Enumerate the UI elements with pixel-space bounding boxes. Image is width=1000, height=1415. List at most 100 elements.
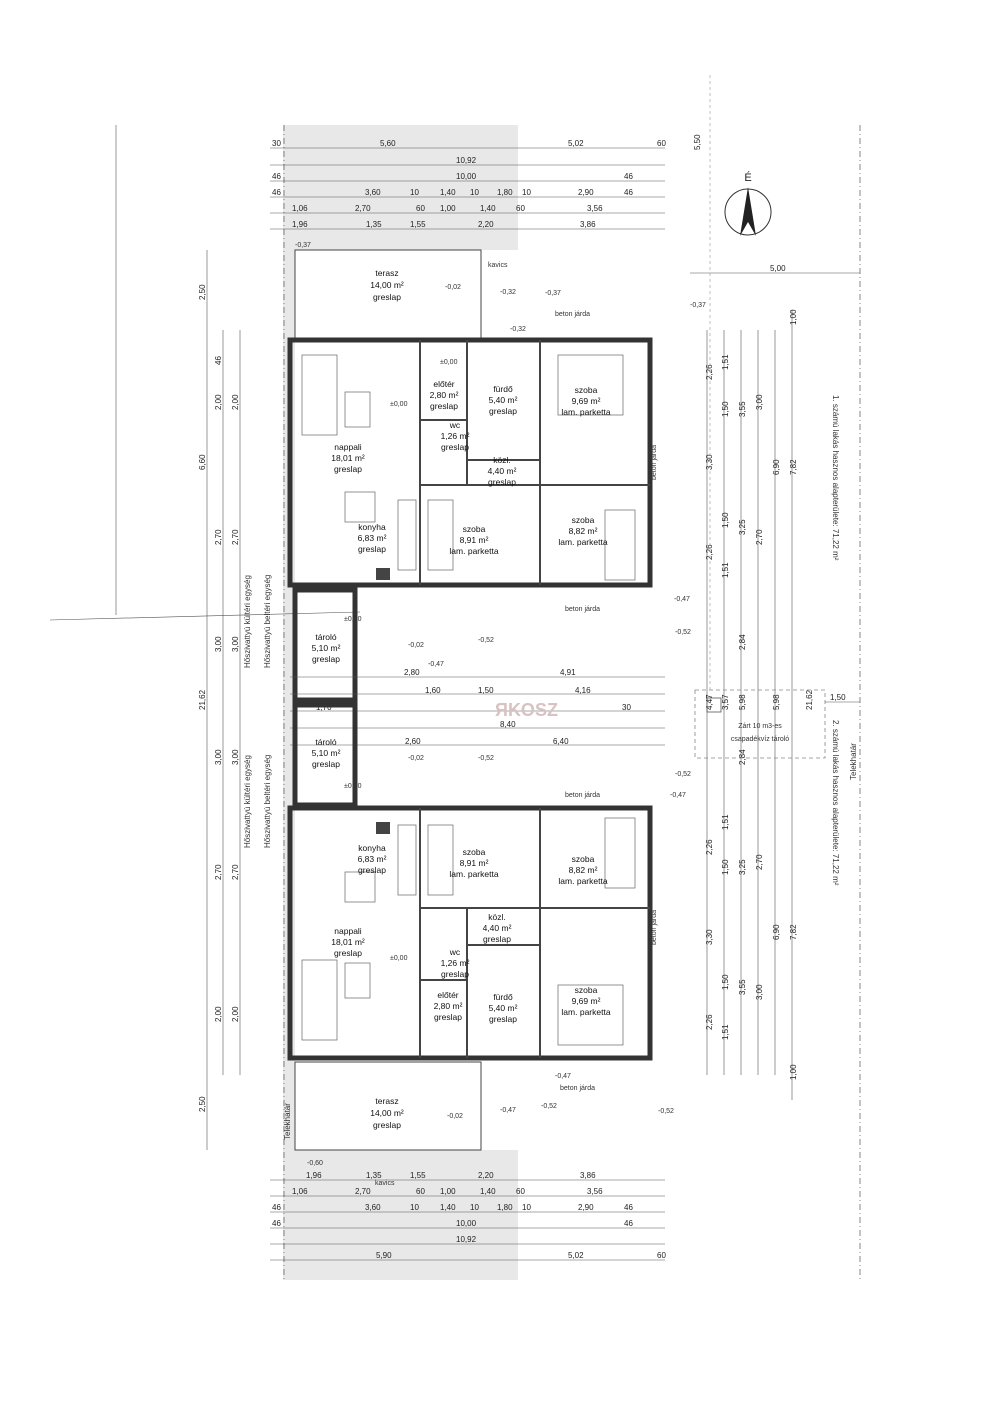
room-terasz: terasz 14,00 m² greslap (370, 268, 404, 302)
svg-text:-0,47: -0,47 (500, 1107, 516, 1114)
svg-text:7,82: 7,82 (789, 924, 798, 940)
svg-text:5,98: 5,98 (738, 694, 747, 710)
svg-text:1,50: 1,50 (721, 859, 730, 875)
svg-text:lam. parketta: lam. parketta (558, 537, 607, 547)
bottom-dimensions: 1,96 1,35 1,55 2,20 3,86 1,06 2,70 60 1,… (270, 1171, 666, 1261)
svg-text:1,06: 1,06 (292, 204, 308, 213)
svg-text:46: 46 (272, 188, 281, 197)
left-dimensions: 2,50 6,60 21,62 2,50 46 2,00 2,70 3,00 3… (198, 250, 241, 1150)
room-tarolo: tároló 5,10 m² greslap (312, 632, 341, 664)
svg-text:1,06: 1,06 (292, 1187, 308, 1196)
svg-text:3,30: 3,30 (705, 454, 714, 470)
svg-text:5,10 m²: 5,10 m² (312, 643, 341, 653)
svg-text:3,00: 3,00 (214, 636, 223, 652)
heat-pump-outdoor-1: Hőszivattyú kültéri egység (243, 575, 252, 668)
svg-text:kavics: kavics (488, 262, 508, 269)
svg-text:60: 60 (657, 139, 666, 148)
svg-text:greslap: greslap (489, 406, 517, 416)
svg-text:-0,52: -0,52 (478, 755, 494, 762)
svg-text:2,50: 2,50 (198, 1096, 207, 1112)
svg-text:5,98: 5,98 (772, 694, 781, 710)
svg-text:5,00: 5,00 (770, 264, 786, 273)
svg-text:lam. parketta: lam. parketta (449, 869, 498, 879)
svg-text:greslap: greslap (441, 969, 469, 979)
room-wc: wc 1,26 m² greslap (441, 947, 470, 979)
svg-text:10: 10 (410, 188, 419, 197)
room-eloter: előtér 2,80 m² greslap (430, 379, 459, 411)
svg-text:5,02: 5,02 (568, 1251, 584, 1260)
svg-text:-0,02: -0,02 (408, 755, 424, 762)
svg-text:30: 30 (622, 703, 631, 712)
svg-text:előtér: előtér (437, 990, 458, 1000)
svg-text:4,40 m²: 4,40 m² (483, 923, 512, 933)
svg-text:2,00: 2,00 (214, 1006, 223, 1022)
svg-text:1,40: 1,40 (480, 204, 496, 213)
svg-text:greslap: greslap (434, 1012, 462, 1022)
svg-text:1,51: 1,51 (721, 354, 730, 370)
svg-text:2,70: 2,70 (214, 529, 223, 545)
svg-text:1,00: 1,00 (789, 309, 798, 325)
svg-text:6,83 m²: 6,83 m² (358, 854, 387, 864)
svg-text:2,70: 2,70 (231, 529, 240, 545)
svg-text:fürdő: fürdő (493, 992, 513, 1002)
svg-text:2,70: 2,70 (231, 864, 240, 880)
svg-text:-0,32: -0,32 (500, 289, 516, 296)
svg-text:1,60: 1,60 (425, 686, 441, 695)
svg-text:beton járda: beton járda (555, 311, 590, 318)
svg-text:greslap: greslap (488, 477, 516, 487)
svg-text:3,56: 3,56 (587, 204, 603, 213)
svg-text:6,90: 6,90 (772, 924, 781, 940)
svg-text:tároló: tároló (315, 632, 337, 642)
svg-text:-0,02: -0,02 (447, 1113, 463, 1120)
svg-text:2,26: 2,26 (705, 544, 714, 560)
svg-text:2,00: 2,00 (231, 1006, 240, 1022)
svg-text:18,01 m²: 18,01 m² (331, 937, 365, 947)
svg-text:2,80: 2,80 (404, 668, 420, 677)
heat-pump-indoor-1: Hőszivattyú beltéri egység (263, 575, 272, 668)
svg-text:greslap: greslap (373, 1120, 401, 1130)
svg-text:4,40 m²: 4,40 m² (488, 466, 517, 476)
svg-text:-0,32: -0,32 (510, 326, 526, 333)
svg-text:8,82 m²: 8,82 m² (569, 526, 598, 536)
svg-text:1,40: 1,40 (480, 1187, 496, 1196)
svg-text:2,26: 2,26 (705, 364, 714, 380)
svg-text:1,40: 1,40 (440, 1203, 456, 1212)
svg-text:greslap: greslap (312, 654, 340, 664)
svg-text:lam. parketta: lam. parketta (561, 407, 610, 417)
svg-text:5,02: 5,02 (568, 139, 584, 148)
room-szoba-1: szoba 9,69 m² lam. parketta (561, 385, 610, 417)
svg-text:10: 10 (410, 1203, 419, 1212)
room-nappali: nappali 18,01 m² greslap (331, 442, 365, 474)
svg-text:-0,37: -0,37 (295, 242, 311, 249)
room-szoba-2: szoba 8,91 m² lam. parketta (449, 524, 498, 556)
plot-strip-top (283, 125, 518, 250)
svg-text:60: 60 (416, 1187, 425, 1196)
room-szoba-1: szoba 9,69 m² lam. parketta (561, 985, 610, 1017)
svg-text:8,91 m²: 8,91 m² (460, 858, 489, 868)
svg-text:1,50: 1,50 (721, 974, 730, 990)
svg-text:greslap: greslap (373, 292, 401, 302)
svg-text:1,55: 1,55 (410, 220, 426, 229)
svg-text:10,92: 10,92 (456, 156, 477, 165)
svg-text:1,40: 1,40 (440, 188, 456, 197)
svg-text:10,00: 10,00 (456, 1219, 477, 1228)
svg-text:3,00: 3,00 (231, 636, 240, 652)
svg-text:2,84: 2,84 (738, 634, 747, 650)
svg-text:beton járda: beton járda (565, 792, 600, 799)
svg-text:előtér: előtér (433, 379, 454, 389)
svg-text:2,80 m²: 2,80 m² (430, 390, 459, 400)
svg-text:-0,52: -0,52 (675, 629, 691, 636)
svg-text:3,86: 3,86 (580, 1171, 596, 1180)
svg-text:2,20: 2,20 (478, 220, 494, 229)
svg-text:3,25: 3,25 (738, 519, 747, 535)
svg-text:10,00: 10,00 (456, 172, 477, 181)
room-kozl: közl. 4,40 m² greslap (483, 912, 512, 944)
svg-text:21,62: 21,62 (198, 689, 207, 710)
svg-text:lam. parketta: lam. parketta (449, 546, 498, 556)
svg-text:60: 60 (516, 204, 525, 213)
room-nappali: nappali 18,01 m² greslap (331, 926, 365, 958)
svg-text:-0,47: -0,47 (670, 792, 686, 799)
room-szoba-2: szoba 8,91 m² lam. parketta (449, 847, 498, 879)
svg-text:-0,02: -0,02 (408, 642, 424, 649)
svg-text:46: 46 (272, 1203, 281, 1212)
